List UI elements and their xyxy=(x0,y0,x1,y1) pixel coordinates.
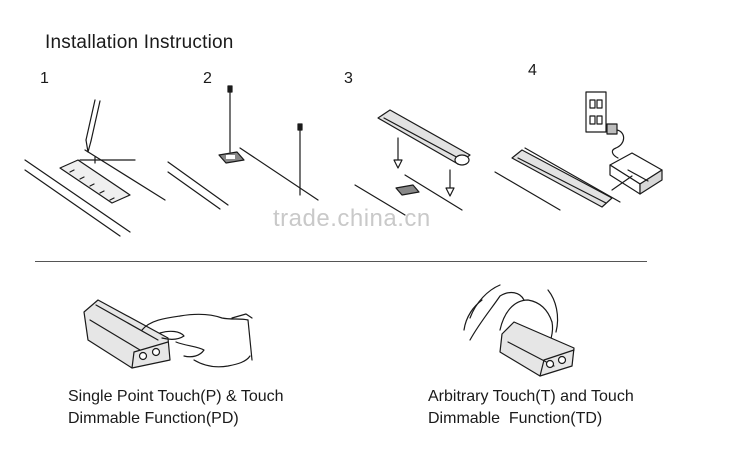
caption-arbitrary-touch: Arbitrary Touch(T) and Touch Dimmable Fu… xyxy=(428,386,634,430)
template-ruler-icon xyxy=(59,156,136,204)
cabinet-surface xyxy=(167,147,319,210)
power-plug-icon xyxy=(606,123,625,159)
watermark: trade.china.cn xyxy=(273,205,431,232)
cabinet-surface xyxy=(24,149,166,237)
step-1-illustration xyxy=(24,99,166,237)
caption-line: Arbitrary Touch(T) and Touch xyxy=(428,388,634,405)
caption-line: Dimmable Function(PD) xyxy=(68,410,239,427)
power-adapter-icon xyxy=(609,152,663,195)
section-divider xyxy=(35,261,647,262)
wall-outlet-icon xyxy=(585,91,607,133)
step-number-3: 3 xyxy=(344,70,353,87)
step-4-illustration xyxy=(494,91,663,211)
caption-line: Single Point Touch(P) & Touch xyxy=(68,388,284,405)
clip-icon xyxy=(395,184,420,196)
page-title: Installation Instruction xyxy=(45,32,234,53)
cabinet-surface xyxy=(494,147,633,211)
screw-icon xyxy=(227,85,233,153)
led-bar-icon xyxy=(499,321,575,377)
caption-line: Dimmable Function(TD) xyxy=(428,410,603,427)
step-2-illustration xyxy=(167,85,319,210)
hand-icon xyxy=(141,313,253,368)
step-number-1: 1 xyxy=(40,70,49,87)
single-point-touch-illustration xyxy=(83,299,253,369)
led-bar-icon xyxy=(83,299,171,369)
pencil-icon xyxy=(85,99,101,153)
screw-icon xyxy=(297,123,303,196)
clip-icon xyxy=(218,151,245,164)
cabinet-surface xyxy=(354,174,463,216)
step-3-illustration xyxy=(354,109,471,216)
step-number-4: 4 xyxy=(528,62,537,79)
arbitrary-touch-illustration xyxy=(463,284,575,377)
led-bar-icon xyxy=(511,149,613,208)
caption-single-point-touch: Single Point Touch(P) & Touch Dimmable F… xyxy=(68,386,284,430)
step-number-2: 2 xyxy=(203,70,212,87)
arrow-down-icon xyxy=(393,137,455,197)
led-bar-icon xyxy=(377,109,471,166)
